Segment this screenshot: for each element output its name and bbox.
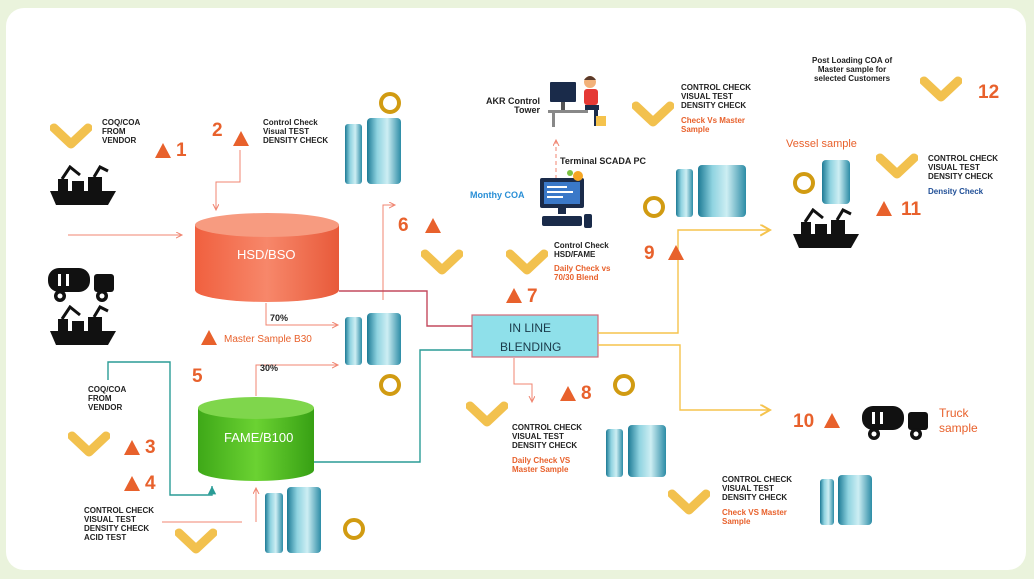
control-operator-icon [548,76,606,127]
chevron-down-icon [68,431,110,457]
chevron-down-icon [466,401,508,427]
vessel-sample-label: Vessel sample [786,138,857,150]
check8-note: CONTROL CHECK VISUAL TEST DENSITY CHECK [512,423,583,450]
triangle-icon [506,288,522,303]
sample-ring-icon [793,172,815,194]
step-6: 6 [398,215,409,236]
chevron-down-icon [50,123,92,149]
sample-ring-icon [613,374,635,396]
akr-check-note-red: Check Vs Master Sample [681,116,746,134]
step-4: 4 [145,473,156,494]
sample-bottles-icon [606,425,666,477]
vendor-to-fame-line [107,361,217,496]
chevron-down-icon [668,489,710,515]
step-9: 9 [644,243,655,264]
pct30-label: 30% [260,363,279,373]
sample-bottles-icon [345,118,401,184]
check2-note: Control Check Visual TEST DENSITY CHECK [263,118,329,145]
check11-note: CONTROL CHECK VISUAL TEST DENSITY CHECK [928,154,999,181]
triangle-icon [233,131,249,146]
chevron-down-icon [876,153,918,179]
step-5: 5 [192,366,203,387]
step-11: 11 [901,199,922,220]
ship-icon [50,165,116,205]
check10-note: CONTROL CHECK VISUAL TEST DENSITY CHECK [722,475,793,502]
step-3: 3 [145,437,156,458]
terminal-scada-label: Terminal SCADA PC [560,156,647,166]
inline-blending-box [471,314,599,358]
check2-arrow [216,150,241,210]
triangle-icon [155,143,171,158]
triangle-icon [425,218,441,233]
chevron-down-icon [920,76,962,102]
fame-tank-label: FAME/B100 [224,430,294,445]
to-vessel-arrow [598,230,770,334]
sample-bottles-icon [265,487,321,553]
sample-ring-icon [343,518,365,540]
check8-note-red: Daily Check VS Master Sample [512,456,571,474]
blending-line1: IN LINE [509,321,552,335]
sample-bottles-icon [822,160,850,204]
chevron-down-icon [175,528,217,554]
to-6-arrow [382,205,395,300]
triangle-icon [124,440,140,455]
step-12: 12 [978,82,1000,103]
sample-ring-icon [379,374,401,396]
to-truck-arrow [598,344,770,410]
triangle-icon [124,476,140,491]
hsd-tank [195,213,339,302]
pct30-arrow [255,365,338,396]
check7-note: Control Check HSD/FAME [554,241,609,259]
coq-vendor-note-bottom: COQ/COA FROM VENDOR [88,385,127,412]
pct70-arrow [265,303,338,325]
step-8: 8 [581,383,592,404]
monthly-coa-label: Monthy COA [470,190,525,200]
coq-vendor-note-top: COQ/COA FROM VENDOR [102,118,141,145]
triangle-icon [824,413,840,428]
chevron-down-icon [632,101,674,127]
check4-note: CONTROL CHECK VISUAL TEST DENSITY CHECK … [84,506,155,542]
fame-tank [198,397,314,481]
to-8-arrow [513,358,532,402]
triangle-icon [201,330,217,345]
sample-ring-icon [379,92,401,114]
master-sample-label: Master Sample B30 [224,334,312,345]
sample-ring-icon [643,196,665,218]
sample-bottles-icon [345,313,401,365]
chevron-down-icon [421,249,463,275]
sample-bottles-icon [820,475,872,525]
ship-icon [50,305,116,345]
tanker-truck-icon [862,406,928,440]
blending-line2: BLENDING [500,340,562,354]
tanker-truck-icon [48,268,114,302]
post-loading-note: Post Loading COA of Master sample for se… [812,56,893,83]
step-10: 10 [793,411,815,432]
ship-icon [793,208,859,248]
check10-note-red: Check VS Master Sample [722,508,787,526]
step-7: 7 [527,286,538,307]
akr-check-note: CONTROL CHECK VISUAL TEST DENSITY CHECK [681,83,752,110]
fame-to-blend-line [314,349,472,463]
check11-note-blue: Density Check [928,187,984,196]
check7-note-red: Daily Check vs 70/30 Blend [554,264,611,282]
akr-tower-label: AKR Control Tower [486,96,540,115]
truck-sample-label: Truck sample [939,406,978,435]
scada-computer-icon [540,170,592,228]
triangle-icon [876,201,892,216]
triangle-icon [668,245,684,260]
sample-bottles-icon [676,165,746,217]
step-2: 2 [212,120,223,141]
step-1: 1 [176,140,187,161]
chevron-down-icon [506,249,548,275]
hsd-to-blend-line [339,290,472,327]
triangle-icon [560,386,576,401]
pct70-label: 70% [270,313,289,323]
hsd-tank-label: HSD/BSO [237,247,296,262]
